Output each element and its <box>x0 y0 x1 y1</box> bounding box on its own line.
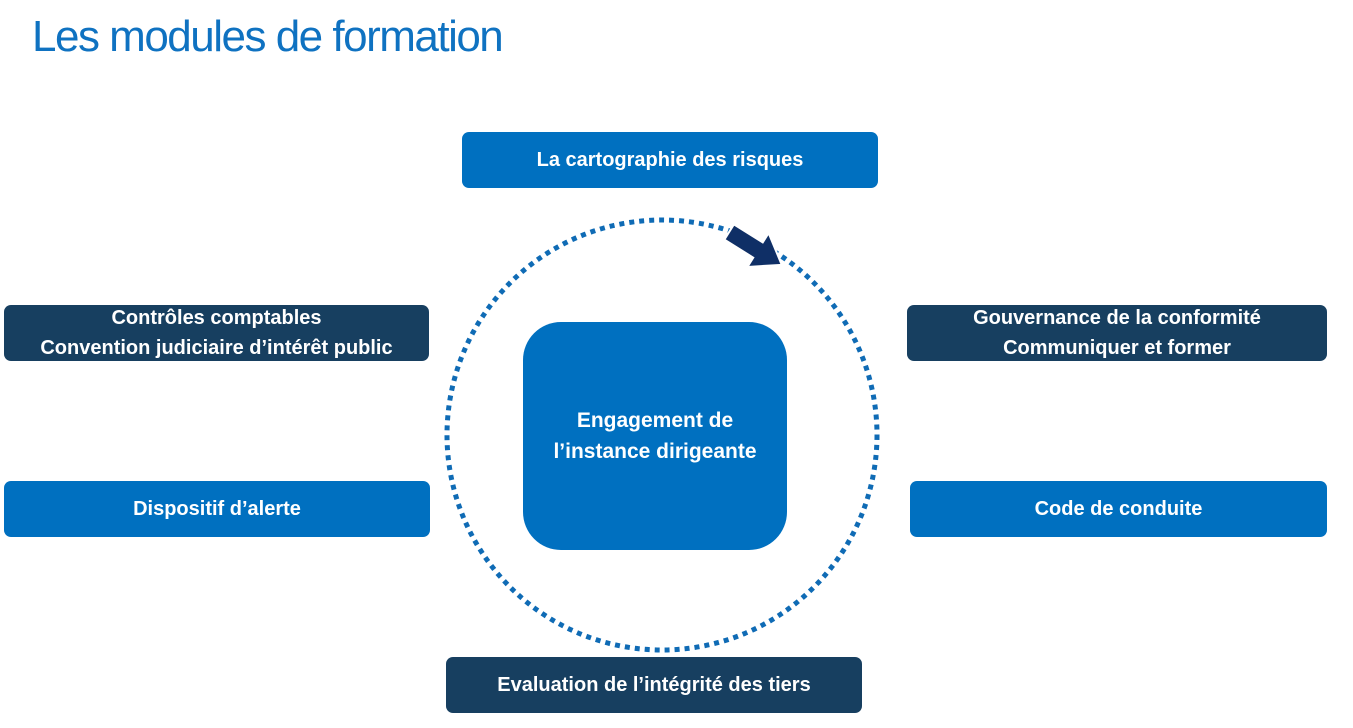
module-alert-system[interactable]: Dispositif d’alerte <box>4 481 430 537</box>
module-risk-mapping-label: La cartographie des risques <box>536 149 804 171</box>
page-title: Les modules de formation <box>32 12 504 61</box>
cycle-direction-arrow-icon <box>723 222 784 269</box>
module-accounting-controls[interactable]: Contrôles comptables Convention judiciai… <box>4 305 429 361</box>
module-code-of-conduct-label: Code de conduite <box>1034 498 1203 520</box>
dotted-cycle-circle <box>444 217 880 653</box>
module-third-party-evaluation-label: Evaluation de l’intégrité des tiers <box>497 674 811 696</box>
module-alert-system-label: Dispositif d’alerte <box>133 498 301 520</box>
module-accounting-controls-line2: Convention judiciaire d’intérêt public <box>40 337 393 359</box>
module-code-of-conduct[interactable]: Code de conduite <box>910 481 1327 537</box>
module-compliance-governance-line1: Gouvernance de la conformité <box>973 307 1261 329</box>
center-line1: Engagement de <box>576 409 734 432</box>
module-third-party-evaluation[interactable]: Evaluation de l’intégrité des tiers <box>446 657 862 713</box>
module-compliance-governance-line2: Communiquer et former <box>1003 337 1231 359</box>
module-accounting-controls-line1: Contrôles comptables <box>111 307 322 329</box>
center-leadership-commitment[interactable]: Engagement de l’instance dirigeante <box>523 322 787 550</box>
module-risk-mapping[interactable]: La cartographie des risques <box>462 132 878 188</box>
center-line2: l’instance dirigeante <box>553 440 757 463</box>
module-compliance-governance[interactable]: Gouvernance de la conformité Communiquer… <box>907 305 1327 361</box>
